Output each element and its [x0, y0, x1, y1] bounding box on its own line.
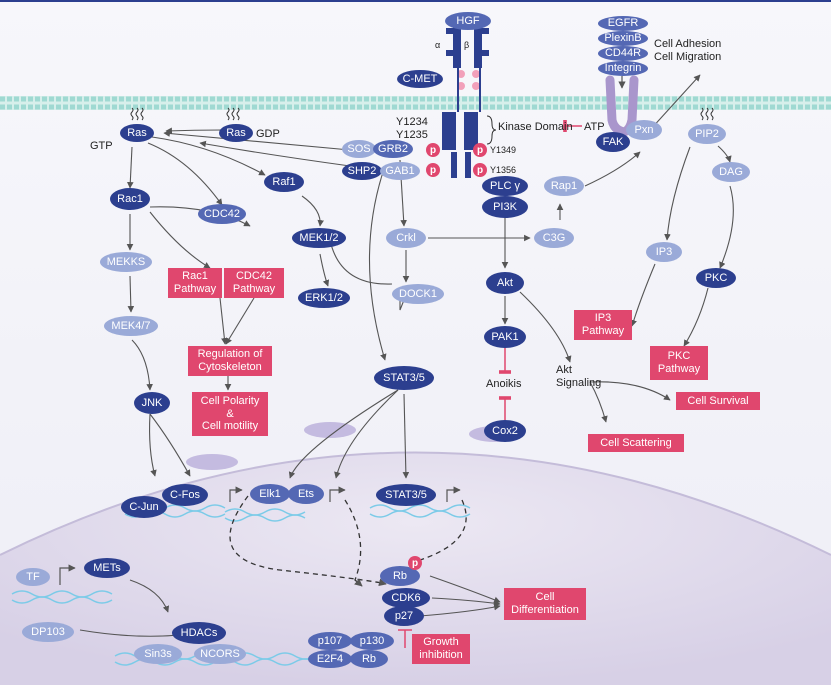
mek47-node: MEK4/7 — [104, 316, 158, 336]
cdk6-node: CDK6 — [382, 588, 430, 608]
lipid-anchors — [130, 107, 714, 121]
gab1-node: GAB1 — [380, 162, 420, 180]
sin3s-node: Sin3s — [134, 644, 182, 664]
stat35-nuclear-node: STAT3/5 — [376, 484, 436, 506]
cell-survival-box: Cell Survival — [676, 392, 760, 410]
cdc42-pathway-box: CDC42 Pathway — [224, 268, 284, 298]
phospho-left-2: p — [426, 163, 440, 177]
pxn-node: Pxn — [626, 120, 662, 140]
pi3k-node: PI3K — [482, 196, 528, 218]
cmet-node: C-MET — [397, 70, 443, 88]
ras-gtp-node: Ras — [120, 124, 154, 142]
ip3-pathway-box: IP3 Pathway — [574, 310, 632, 340]
c3g-node: C3G — [534, 228, 574, 248]
pkc-node: PKC — [696, 268, 736, 288]
elk1-node: Elk1 — [250, 484, 290, 504]
rb2-node: Rb — [350, 650, 388, 668]
cdc42-node: CDC42 — [198, 204, 246, 224]
raf1-node: Raf1 — [264, 172, 304, 192]
y1235-label: Y1235 — [396, 129, 428, 141]
nuclear-envelope — [0, 451, 831, 556]
cjun-node: C-Jun — [121, 496, 167, 518]
dashed-arrows — [229, 495, 467, 587]
mekks-node: MEKKS — [100, 252, 152, 272]
rap1-node: Rap1 — [544, 176, 584, 196]
cell-membrane — [0, 96, 831, 110]
phospho-right-1: p — [473, 143, 487, 157]
jnk-node: JNK — [134, 392, 170, 414]
mek12-node: MEK1/2 — [292, 228, 346, 248]
inhibition-lines — [398, 348, 511, 648]
phospho-right-2: p — [473, 163, 487, 177]
dag-node: DAG — [712, 162, 750, 182]
cd44r-node: CD44R — [598, 46, 648, 61]
ras-gdp-node: Ras — [219, 124, 253, 142]
egfr-node: EGFR — [598, 16, 648, 31]
cell-scattering-box: Cell Scattering — [588, 434, 684, 452]
pkc-pathway-box: PKC Pathway — [650, 346, 708, 380]
atp-label: ATP — [584, 121, 605, 133]
p107-node: p107 — [308, 632, 352, 650]
anoikis-label: Anoikis — [486, 378, 522, 390]
kinase-domain-label: Kinase Domain — [498, 121, 573, 133]
phospho-left-1: p — [426, 143, 440, 157]
plexinb-node: PlexinB — [598, 31, 648, 46]
signaling-arrows — [79, 74, 734, 639]
y1356-label: Y1356 — [490, 165, 517, 175]
growth-inhibition-box: Growth inhibition — [412, 634, 470, 664]
mets-node: METs — [84, 558, 130, 578]
ip3-node: IP3 — [646, 242, 682, 262]
erk12-node: ERK1/2 — [298, 288, 350, 308]
rb-phospho: p — [408, 556, 422, 570]
y1234-label: Y1234 — [396, 116, 428, 128]
cox2-node: Cox2 — [484, 420, 526, 442]
plcg-node: PLC γ — [482, 176, 528, 196]
stat35-node: STAT3/5 — [374, 366, 434, 390]
integrin-node: Integrin — [598, 61, 648, 76]
rac1-pathway-box: Rac1 Pathway — [168, 268, 222, 298]
sos-node: SOS — [342, 140, 376, 158]
y1349-label: Y1349 — [490, 145, 517, 155]
akt-node: Akt — [486, 272, 524, 294]
hgf-node: HGF — [445, 12, 491, 30]
tf-node: TF — [16, 568, 50, 586]
grb2-node: GRB2 — [373, 140, 413, 158]
e2f4-node: E2F4 — [308, 650, 352, 668]
cell-adhesion-migration-label: Cell Adhesion Cell Migration — [654, 38, 722, 63]
ncors-node: NCORS — [194, 644, 246, 664]
cell-polarity-motility-box: Cell Polarity & Cell motility — [192, 392, 268, 436]
dock1-node: DOCK1 — [392, 284, 444, 304]
dp103-node: DP103 — [22, 622, 74, 642]
pak1-node: PAK1 — [484, 326, 526, 348]
p27-node: p27 — [384, 606, 424, 626]
shp2-node: SHP2 — [342, 162, 382, 180]
pip2-node: PIP2 — [688, 124, 726, 144]
cfos-node: C-Fos — [162, 484, 208, 506]
crkl-node: Crkl — [386, 228, 426, 248]
akt-signaling-label: Akt Signaling — [556, 364, 602, 389]
beta-label: β — [464, 40, 470, 50]
p130-node: p130 — [350, 632, 394, 650]
regulation-cytoskeleton-box: Regulation of Cytoskeleton — [188, 346, 272, 376]
cell-differentiation-box: Cell Differentiation — [504, 588, 586, 620]
gtp-label: GTP — [90, 140, 113, 152]
fak-node: FAK — [596, 132, 630, 152]
hdacs-node: HDACs — [172, 622, 226, 644]
rb-node: Rb — [380, 566, 420, 586]
ets-node: Ets — [288, 484, 324, 504]
gdp-label: GDP — [256, 128, 280, 140]
alpha-label: α — [435, 40, 441, 50]
rac1-node: Rac1 — [110, 188, 150, 210]
